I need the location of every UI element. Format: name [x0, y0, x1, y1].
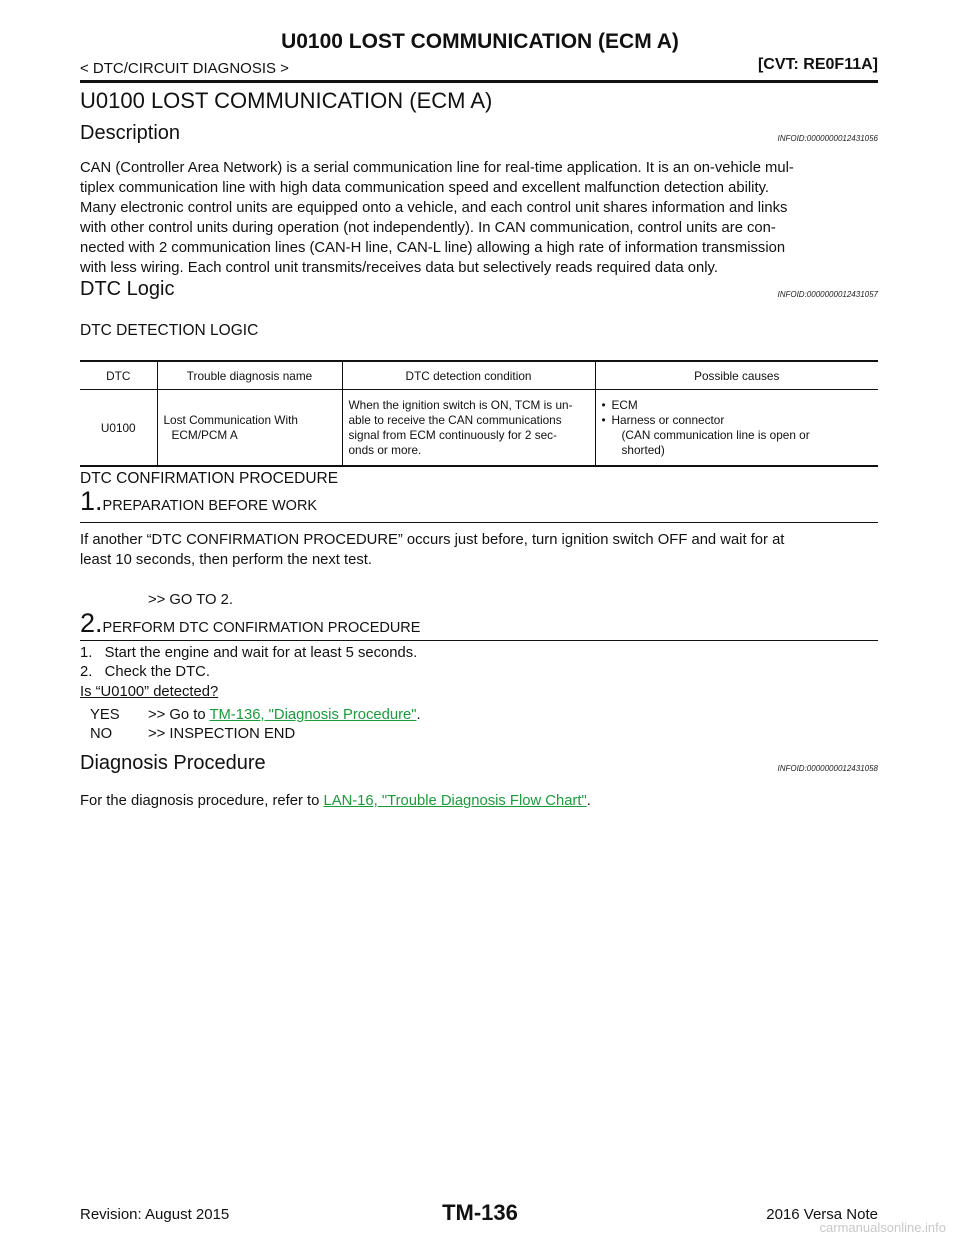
trouble-diagnosis-flow-link[interactable]: LAN-16, "Trouble Diagnosis Flow Chart": [323, 793, 587, 809]
header-divider: [80, 80, 878, 83]
table-row: U0100 Lost Communication With ECM/PCM A …: [80, 389, 878, 467]
cause-item: ECM: [602, 398, 873, 413]
vehicle-model: 2016 Versa Note: [766, 1206, 878, 1223]
step-1-text: If another “DTC CONFIRMATION PROCEDURE” …: [80, 530, 878, 570]
description-line: with other control units during operatio…: [80, 220, 776, 236]
dtc-logic-infoid: INFOID:0000000012431057: [777, 290, 878, 299]
cause-line: Harness or connector: [611, 413, 725, 428]
step-number: 1.: [80, 486, 103, 516]
possible-causes-cell: ECM Harness or connector (CAN communicat…: [594, 389, 878, 467]
step-line: If another “DTC CONFIRMATION PROCEDURE” …: [80, 532, 785, 548]
table-header-row: DTC Trouble diagnosis name DTC detection…: [80, 360, 878, 390]
section-breadcrumb: < DTC/CIRCUIT DIAGNOSIS >: [80, 60, 289, 77]
dtc-detection-logic-heading: DTC DETECTION LOGIC: [80, 322, 259, 339]
detection-condition-cell: When the ignition switch is ON, TCM is u…: [341, 389, 595, 467]
yes-end: .: [416, 707, 421, 723]
description-infoid: INFOID:0000000012431056: [777, 134, 878, 143]
cause-item: Harness or connector (CAN communication …: [602, 413, 873, 458]
diagnosis-lead: For the diagnosis procedure, refer to: [80, 793, 324, 809]
step-2-item-2: 2. Check the DTC.: [80, 664, 210, 680]
dtc-code-cell: U0100: [80, 389, 157, 467]
condition-line: onds or more.: [348, 443, 422, 458]
condition-line: When the ignition switch is ON, TCM is u…: [348, 398, 573, 413]
trouble-name-line: ECM/PCM A: [171, 428, 238, 443]
model-code: [CVT: RE0F11A]: [757, 56, 878, 73]
dtc-table: DTC Trouble diagnosis name DTC detection…: [80, 360, 878, 467]
no-result: >> INSPECTION END: [148, 726, 296, 742]
diagnosis-text: For the diagnosis procedure, refer to LA…: [80, 793, 591, 809]
condition-line: able to receive the CAN communications: [348, 413, 562, 428]
column-header: Possible causes: [594, 360, 878, 390]
description-line: Many electronic control units are equipp…: [80, 200, 788, 216]
column-header: DTC: [80, 360, 157, 390]
trouble-name-cell: Lost Communication With ECM/PCM A: [156, 389, 342, 467]
diagnosis-infoid: INFOID:0000000012431058: [777, 764, 878, 773]
yes-text: >> Go to: [148, 707, 210, 723]
diagnosis-end: .: [586, 793, 591, 809]
step-divider: [80, 522, 878, 523]
step-title: PERFORM DTC CONFIRMATION PROCEDURE: [102, 620, 421, 636]
yes-label: YES: [90, 707, 120, 723]
step-title: PREPARATION BEFORE WORK: [102, 498, 318, 514]
description-line: CAN (Controller Area Network) is a seria…: [80, 160, 794, 176]
description-text: CAN (Controller Area Network) is a seria…: [80, 158, 878, 278]
page-number: TM-136: [442, 1200, 518, 1225]
column-header: Trouble diagnosis name: [156, 360, 342, 390]
cause-line: (CAN communication line is open or: [621, 428, 810, 443]
watermark: carmanualsonline.info: [819, 1220, 946, 1235]
diagnosis-heading: Diagnosis Procedure: [80, 752, 266, 774]
yes-result: >> Go to TM-136, "Diagnosis Procedure".: [148, 707, 421, 723]
condition-line: signal from ECM continuously for 2 sec-: [348, 428, 558, 443]
goto-step-2: >> GO TO 2.: [148, 592, 233, 608]
revision-date: Revision: August 2015: [80, 1206, 230, 1223]
no-label: NO: [90, 726, 113, 742]
column-header: DTC detection condition: [341, 360, 595, 390]
step-1-heading: 1.PREPARATION BEFORE WORK: [80, 486, 317, 517]
diagnosis-procedure-link[interactable]: TM-136, "Diagnosis Procedure": [209, 707, 417, 723]
page-header-title: U0100 LOST COMMUNICATION (ECM A): [281, 30, 679, 53]
page-title: U0100 LOST COMMUNICATION (ECM A): [80, 88, 493, 113]
confirmation-heading: DTC CONFIRMATION PROCEDURE: [80, 470, 339, 487]
step-number: 2.: [80, 608, 103, 638]
description-line: with less wiring. Each control unit tran…: [80, 260, 718, 276]
detection-question: Is “U0100” detected?: [80, 684, 219, 700]
step-line: least 10 seconds, then perform the next …: [80, 552, 372, 568]
description-line: nected with 2 communication lines (CAN-H…: [80, 240, 786, 256]
dtc-logic-heading: DTC Logic: [80, 278, 175, 300]
description-heading: Description: [80, 122, 181, 144]
step-divider: [80, 640, 878, 641]
cause-line: shorted): [621, 443, 665, 458]
trouble-name-line: Lost Communication With: [163, 413, 298, 428]
step-2-heading: 2.PERFORM DTC CONFIRMATION PROCEDURE: [80, 608, 420, 639]
step-2-item-1: 1. Start the engine and wait for at leas…: [80, 645, 418, 661]
description-line: tiplex communication line with high data…: [80, 180, 769, 196]
